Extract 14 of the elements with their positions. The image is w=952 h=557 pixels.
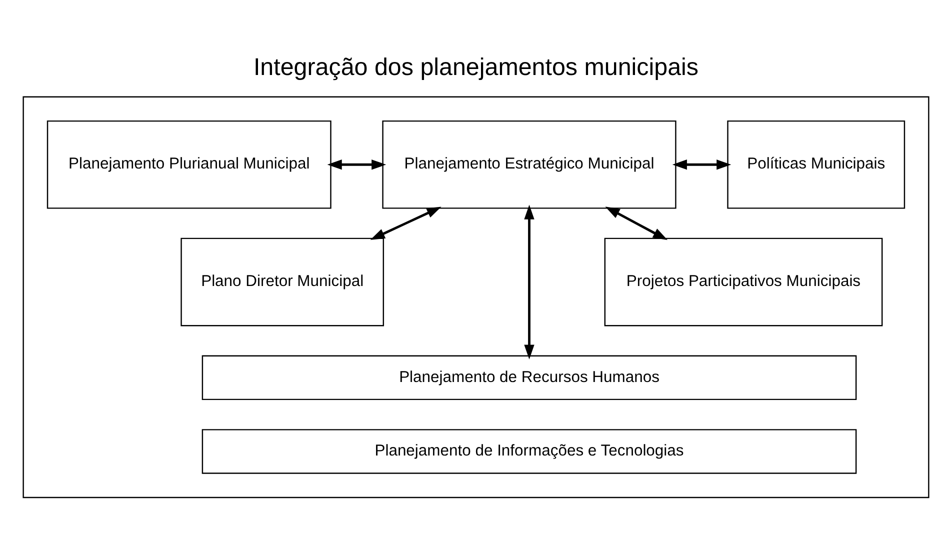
arrow — [672, 159, 732, 170]
node-box: Plano Diretor Municipal — [180, 237, 384, 326]
arrow — [605, 206, 668, 240]
arrow — [370, 206, 442, 240]
node-box: Projetos Participativos Municipais — [604, 237, 883, 326]
node-box: Planejamento de Recursos Humanos — [202, 354, 857, 400]
node-box: Planejamento de Informações e Tecnologias — [202, 428, 857, 474]
node-box: Planejamento Plurianual Municipal — [46, 120, 332, 208]
node-box: Planejamento Estratégico Municipal — [382, 120, 676, 208]
node-box: Políticas Municipais — [727, 120, 906, 208]
cluster — [22, 96, 930, 498]
arrow — [524, 204, 534, 359]
arrow — [327, 159, 386, 170]
diagram-title: Integração dos planejamentos municipais — [253, 54, 699, 81]
